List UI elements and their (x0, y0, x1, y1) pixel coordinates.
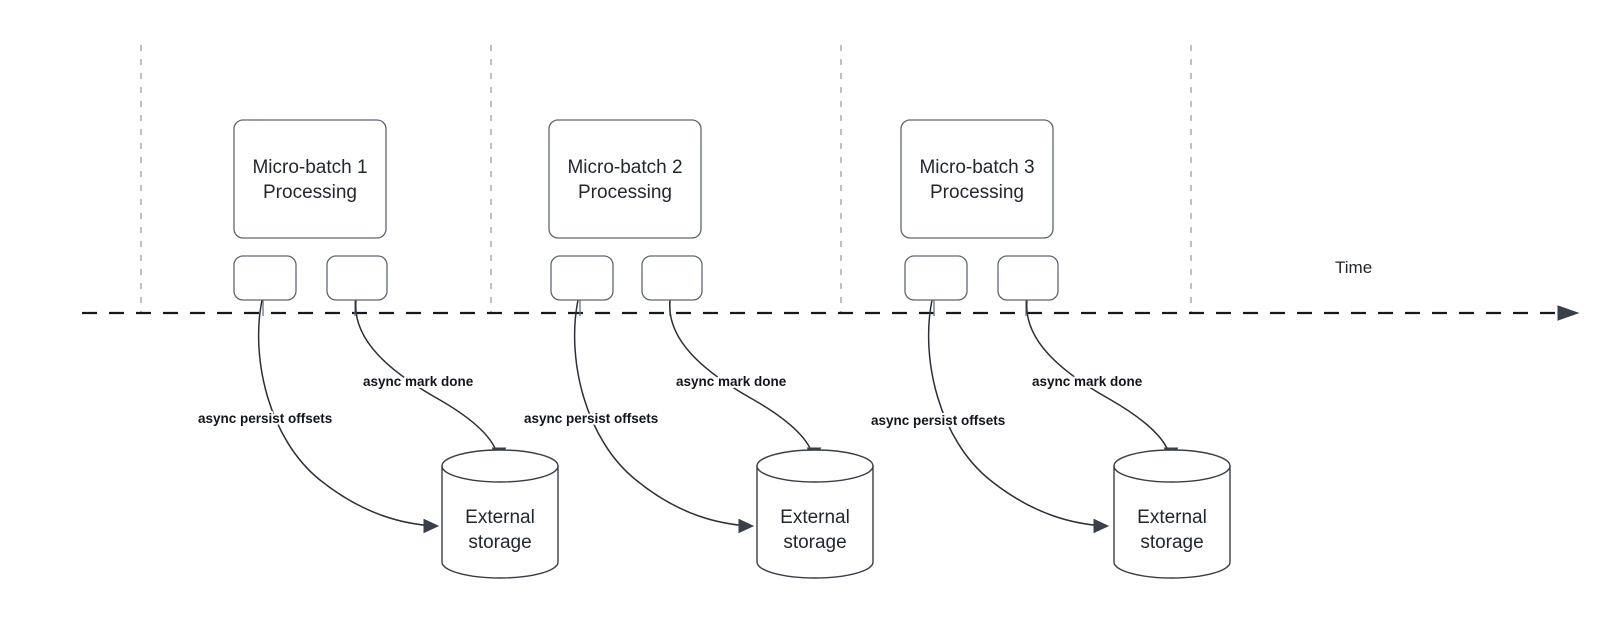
persist-offsets-task-box[interactable] (904, 255, 968, 301)
batch-label-line2: Processing (930, 182, 1024, 203)
group-3: External storage Micro-batch 3 Processing as… (869, 119, 1231, 579)
async-persist-offsets-edge (573, 299, 750, 527)
storage-label-line2: storage (1140, 532, 1203, 553)
persist-offsets-task-box[interactable] (233, 255, 297, 301)
micro-batch-processing-box[interactable] (548, 119, 702, 239)
async-persist-offsets-edge-label: async persist offsets (871, 413, 1005, 428)
time-axis-label: Time (1335, 258, 1372, 277)
cylinder-top-ellipse (441, 449, 559, 483)
cylinder-top-ellipse (1113, 449, 1231, 483)
async-mark-done-edge-label: async mark done (676, 374, 787, 389)
async-persist-offsets-edge-label: async persist offsets (198, 411, 332, 426)
async-mark-done-edge-label: async mark done (363, 374, 474, 389)
async-mark-done-edge (1026, 299, 1171, 457)
cylinder-top-ellipse (756, 449, 874, 483)
external-storage-cylinder[interactable]: External storage (1113, 449, 1231, 579)
async-mark-done-edge (355, 299, 499, 457)
storage-label-line1: External (465, 507, 535, 528)
micro-batch-groups: External storage Micro-batch 1 Processing as… (196, 119, 1231, 579)
batch-label-line2: Processing (263, 182, 357, 203)
async-persist-offsets-edge-label-halo: async persist offsets (524, 411, 658, 426)
cylinder-body (1113, 465, 1231, 579)
edge-arrowhead (738, 518, 755, 534)
cylinder-body (756, 465, 874, 579)
async-persist-offsets-edge-label-halo: async persist offsets (871, 413, 1005, 428)
async-mark-done-edge (669, 299, 814, 457)
external-storage-cylinder[interactable]: External storage (756, 449, 874, 579)
storage-label-line1: External (1137, 507, 1207, 528)
mark-done-task-box[interactable] (997, 255, 1059, 301)
persist-offsets-task-box[interactable] (550, 255, 614, 301)
async-mark-done-edge-label-halo: async mark done (676, 374, 787, 389)
group-2: External storage Micro-batch 2 Processing as… (522, 119, 874, 579)
async-persist-offsets-edge (927, 299, 1105, 527)
async-mark-done-edge-label-halo: async mark done (363, 374, 474, 389)
batch-label-line1: Micro-batch 3 (919, 157, 1034, 178)
async-mark-done-edge-label: async mark done (1032, 374, 1143, 389)
cylinder-body (441, 465, 559, 579)
edge-arrowhead (1093, 518, 1110, 534)
async-mark-done-edge-label-halo: async mark done (1032, 374, 1143, 389)
batch-label-line1: Micro-batch 1 (252, 157, 367, 178)
external-storage-cylinder[interactable]: External storage (441, 449, 559, 579)
async-persist-offsets-edge-label: async persist offsets (524, 411, 658, 426)
async-persist-offsets-edge (257, 299, 435, 527)
time-axis (82, 305, 1580, 321)
storage-label-line2: storage (783, 532, 846, 553)
mark-done-task-box[interactable] (641, 255, 703, 301)
micro-batch-processing-box[interactable] (233, 119, 387, 239)
timeline-tick-group (140, 45, 1192, 313)
batch-label-line2: Processing (578, 182, 672, 203)
edge-arrowhead (423, 518, 440, 534)
mark-done-task-box[interactable] (326, 255, 388, 301)
storage-label-line1: External (780, 507, 850, 528)
group-1: External storage Micro-batch 1 Processing as… (196, 119, 559, 579)
storage-label-line2: storage (468, 532, 531, 553)
time-axis-arrowhead (1557, 305, 1580, 321)
micro-batch-processing-box[interactable] (900, 119, 1054, 239)
batch-label-line1: Micro-batch 2 (567, 157, 682, 178)
async-persist-offsets-edge-label-halo: async persist offsets (198, 411, 332, 426)
